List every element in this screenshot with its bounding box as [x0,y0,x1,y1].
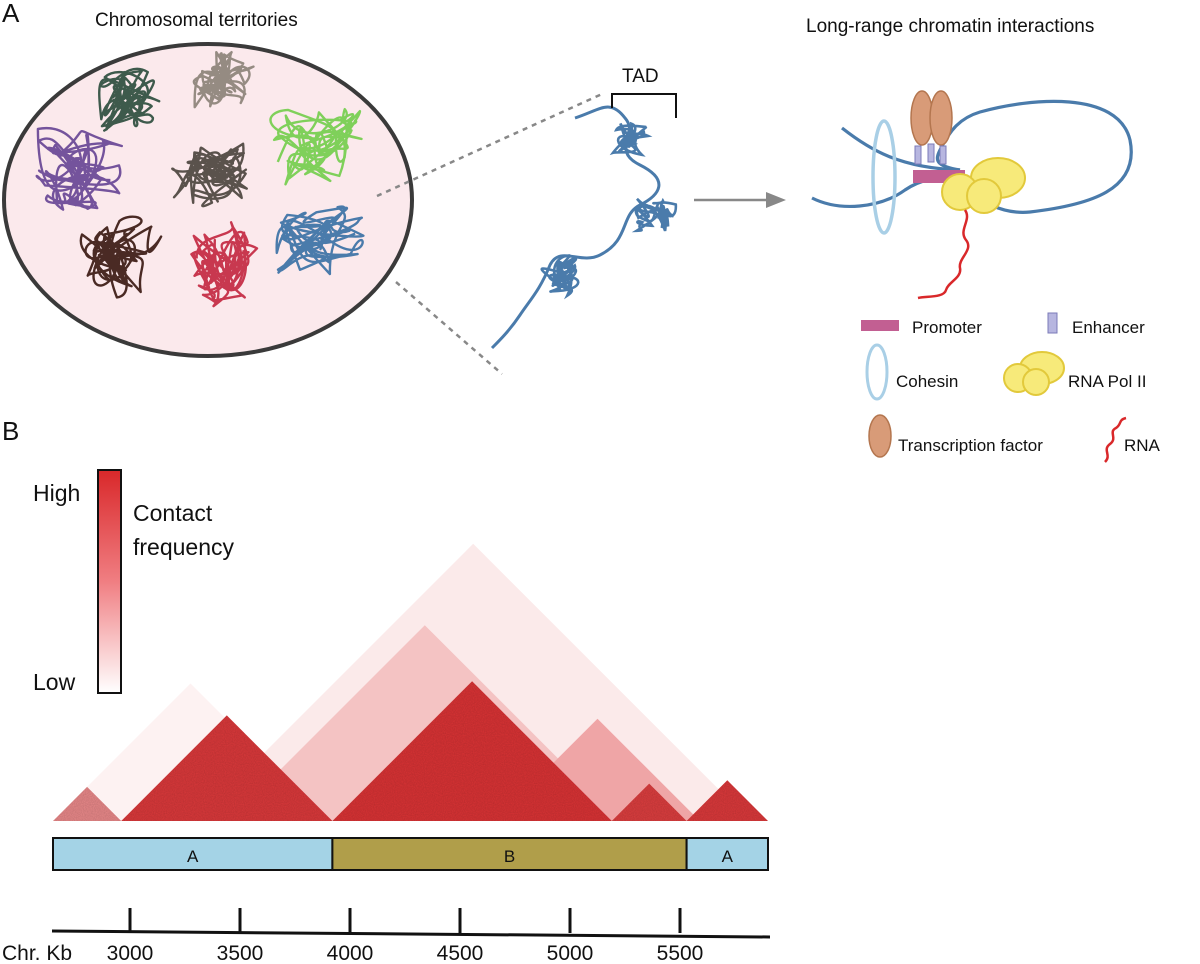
chromosome-axis: Chr. Kb 3000 3500 4000 4500 5000 5500 [2,908,771,964]
chromatin-left-top [841,126,961,172]
axis-tick-label: 4500 [437,942,484,964]
axis-tick-label: 5000 [547,942,594,964]
legend-promoter-swatch [861,320,899,331]
colorbar-gradient [97,469,122,694]
axis-line [51,929,771,939]
axis-label: Chr. Kb [2,942,72,964]
legend-cohesin-swatch [865,343,889,401]
tad-domain-texture [611,783,687,821]
contact-heatmap [53,543,768,821]
legend-rna-label: RNA [1124,436,1161,455]
tad-domain-texture [53,786,122,821]
territories-title: Chromosomal territories [95,10,298,31]
colorbar-title-line1: Contact [133,500,213,526]
compartment-block [685,837,769,871]
rna-pol-small-2 [966,178,1002,214]
colorbar: High Low Contact frequency [33,469,235,695]
panel-b: B High Low Contact frequency A B A Chr. Kb… [2,416,771,964]
enhancer-3 [939,145,947,165]
territory-gray [192,51,255,109]
transition-arrow [694,192,786,208]
territory-blue [275,205,365,276]
colorbar-title-line2: frequency [133,534,235,560]
axis-tick-label: 4000 [327,942,374,964]
rna-transcript [917,209,970,300]
tad-bracket [611,93,677,118]
compartment-label: B [504,847,515,866]
enhancer-2 [927,143,935,163]
legend-rna-swatch [1104,416,1127,463]
territory-dark-green [98,67,161,132]
legend-enhancer-label: Enhancer [1072,318,1145,337]
tad-knot-top [609,121,653,157]
tad-label: TAD [622,66,659,87]
nucleus [2,42,414,358]
tad-knot-bottom [540,254,580,300]
compartment-block [52,837,334,871]
tad-domain-texture [686,780,768,821]
tad-knot-middle [631,197,678,233]
territory-purple [35,127,123,211]
axis-tick-label: 3000 [107,942,154,964]
legend-tf-label: Transcription factor [898,436,1043,455]
arrow-head [766,192,786,208]
zoom-line-top [376,92,603,198]
axis-tick-label: 5500 [657,942,704,964]
compartment-label: A [187,847,199,866]
territory-charcoal [171,142,248,208]
panel-a: A Chromosomal territories TAD Long-range… [2,0,1161,463]
axis-tick-label: 3500 [217,942,264,964]
legend: Promoter Enhancer Cohesin RNA Pol II Tra… [861,312,1161,463]
legend-promoter-label: Promoter [912,318,982,337]
colorbar-low-label: Low [33,669,76,695]
panel-b-label: B [2,416,19,446]
territory-brown [79,215,163,299]
territory-green [269,108,363,186]
zoom-line-bottom [395,281,503,375]
compartment-block [331,837,688,871]
legend-rna-pol-swatch [1003,351,1065,396]
legend-cohesin-label: Cohesin [896,372,958,391]
enhancer-1 [914,145,922,165]
territory-red [190,221,259,308]
transcription-factor-2 [929,90,953,146]
legend-tf-swatch [868,414,892,458]
tad-domain-texture [332,681,612,821]
legend-enhancer-swatch [1047,312,1058,334]
tad-knots [540,121,678,300]
colorbar-high-label: High [33,480,80,506]
tad-chromatin-chain: TAD [490,66,678,350]
chromatin-left-bottom [811,177,956,208]
cohesin-ring [871,119,897,235]
legend-rna-pol-label: RNA Pol II [1068,372,1146,391]
chromosome-territories [35,51,365,308]
interaction-diagram [811,90,1133,300]
tad-domain-texture [121,715,333,821]
chain-backbone [490,105,661,350]
compartment-label: A [722,847,734,866]
interactions-title: Long-range chromatin interactions [806,16,1094,37]
panel-a-label: A [2,0,20,28]
